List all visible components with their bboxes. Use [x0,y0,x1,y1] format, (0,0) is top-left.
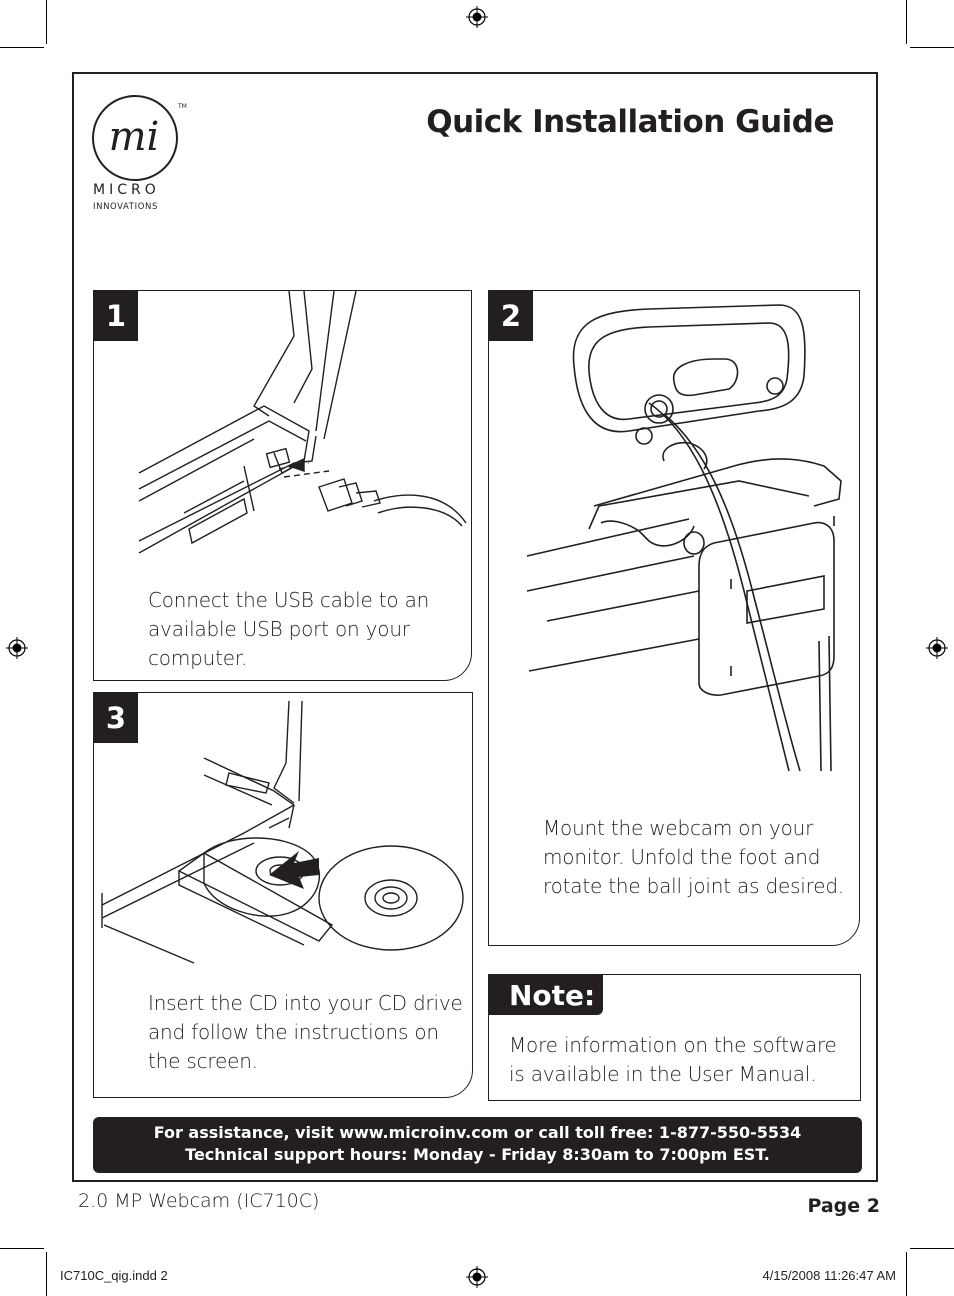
svg-text:TM: TM [177,103,187,110]
caption-line: rotate the ball joint as desired. [543,874,844,898]
print-slug-file: IC710C_qig.indd 2 [60,1268,168,1283]
crop-mark [906,0,907,44]
step-2-panel: 2 Mount the webcam on your [488,290,860,946]
step-2-caption: Mount the webcam on your monitor. Unfold… [543,814,844,901]
product-model: 2.0 MP Webcam (IC710C) [78,1190,320,1212]
page-title: Quick Installation Guide [426,104,834,140]
step-1-panel: 1 Connect the USB cable to an [93,290,472,681]
note-label: Note: [489,975,604,1015]
note-panel: Note: More information on the software i… [488,974,861,1101]
note-line: is available in the User Manual. [509,1062,817,1086]
print-slug-timestamp: 4/15/2008 11:26:47 AM [762,1268,896,1283]
support-banner: For assistance, visit www.microinv.com o… [93,1117,862,1173]
crop-mark [0,47,44,48]
note-text: More information on the software is avai… [509,1031,837,1089]
caption-line: Mount the webcam on your [543,816,814,840]
step-number-badge: 1 [94,291,138,341]
registration-mark-icon [466,6,488,28]
step-3-caption: Insert the CD into your CD drive and fol… [148,989,463,1076]
crop-mark [910,47,954,48]
support-contact-line: For assistance, visit www.microinv.com o… [153,1123,802,1142]
registration-mark-icon [926,637,948,659]
registration-mark-icon [6,637,28,659]
step-3-panel: 3 Insert the CD into your CD drive [93,692,473,1098]
crop-mark [46,0,47,44]
caption-line: computer. [148,646,248,670]
step-number-badge: 2 [489,291,533,341]
logo-word-micro: MICRO [93,182,160,198]
logo-mark-text: mi [109,114,160,160]
step-number-badge: 3 [94,693,138,743]
page-frame [72,72,878,1182]
caption-line: and follow the instructions on [148,1020,439,1044]
crop-mark [0,1248,44,1249]
caption-line: Insert the CD into your CD drive [148,991,463,1015]
brand-logo: mi TM MICRO INNOVATIONS [88,94,188,218]
caption-line: the screen. [148,1049,258,1073]
crop-mark [906,1252,907,1296]
note-line: More information on the software [509,1033,837,1057]
webcam-mount-illustration [526,304,842,772]
page-number: Page 2 [807,1195,880,1217]
caption-line: Connect the USB cable to an [148,588,430,612]
logo-word-innovations: INNOVATIONS [93,202,158,212]
caption-line: monitor. Unfold the foot and [543,845,821,869]
crop-mark [46,1252,47,1296]
registration-mark-icon [466,1266,488,1288]
caption-line: available USB port on your [148,617,410,641]
cd-insert-illustration [101,700,464,964]
crop-mark [910,1248,954,1249]
logo-mark-icon: mi TM [92,95,187,181]
laptop-usb-illustration [138,290,467,554]
support-hours-line: Technical support hours: Monday - Friday… [185,1145,770,1164]
step-1-caption: Connect the USB cable to an available US… [148,586,429,673]
